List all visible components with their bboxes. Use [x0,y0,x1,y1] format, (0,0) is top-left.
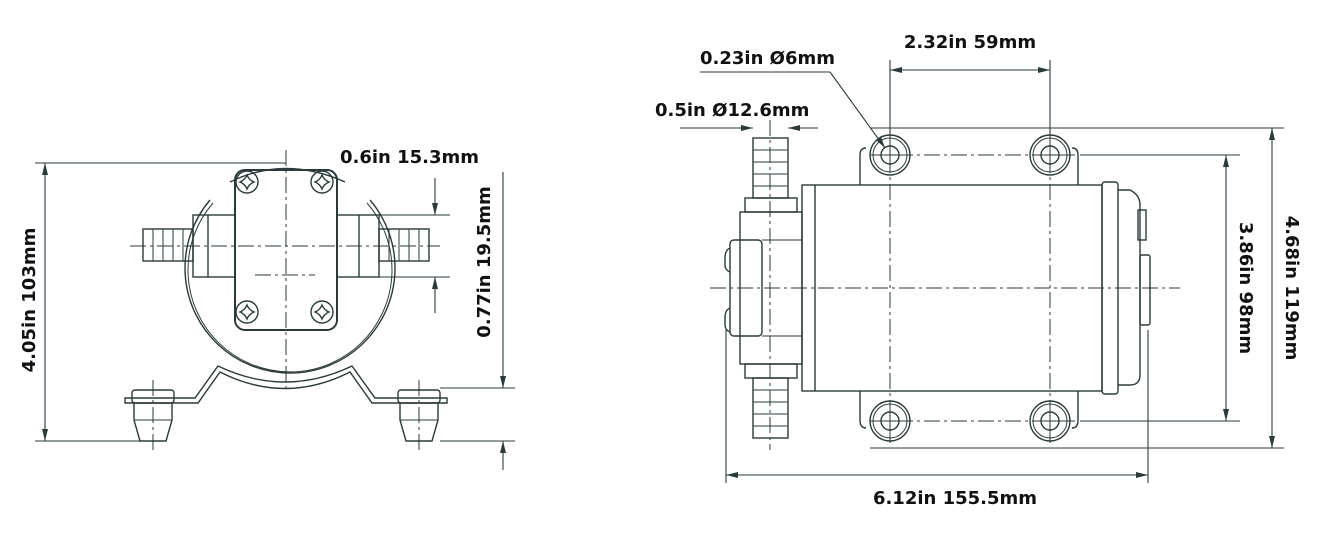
mounting-bracket [124,365,448,404]
overall-height-label: 4.05in 103mm [19,228,40,373]
port-height-label: 0.6in 15.3mm [340,147,479,168]
base-to-port-label: 0.77in 19.5mm [474,186,495,338]
screw-icon [235,170,259,194]
left-port [142,214,236,278]
screw-icon [310,300,334,324]
port-diameter-label: 0.5in Ø12.6mm [655,100,809,121]
side-view: 0.23in Ø6mm 0.5in Ø12.6mm 2.32in 59mm 3.… [655,32,1302,509]
screw-icon [235,300,259,324]
right-port [336,214,430,278]
hole-spacing-y-label: 3.86in 98mm [1235,222,1256,354]
screw-icon [310,170,334,194]
overall-width-label: 4.68in 119mm [1281,216,1302,361]
front-view: 4.05in 103mm 0.6in 15.3mm 0.77in 19.5mm [19,147,515,470]
overall-length-label: 6.12in 155.5mm [873,488,1037,509]
pump-body-outline [184,199,396,374]
pump-head-side [724,197,803,379]
mount-hole-diameter-label: 0.23in Ø6mm [700,48,835,69]
hole-spacing-x-label: 2.32in 59mm [904,32,1036,53]
